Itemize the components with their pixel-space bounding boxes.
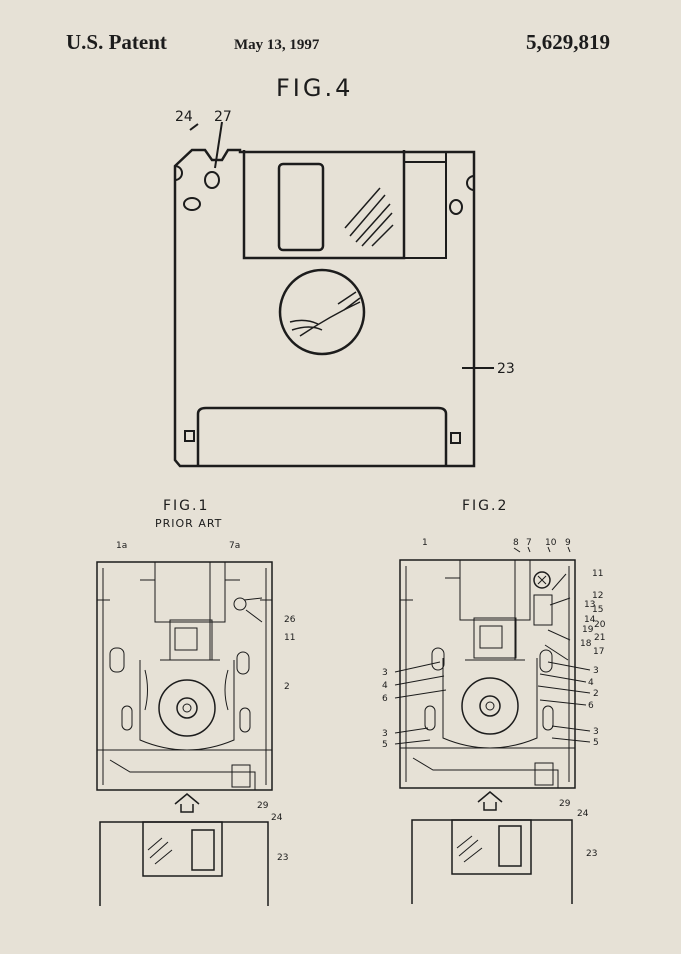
fig1-title: FIG.1 <box>163 498 209 514</box>
fig2-label-2: 2 <box>593 689 599 699</box>
fig2-label-24: 24 <box>577 809 589 819</box>
fig2-label-15: 15 <box>592 605 603 615</box>
fig2-label-8: 8 <box>513 538 519 548</box>
fig1-label-24: 24 <box>271 813 283 823</box>
fig4-label-23: 23 <box>497 361 515 377</box>
fig2-label-17: 17 <box>593 647 604 657</box>
fig4-left-hole <box>183 197 201 211</box>
fig4-title: FIG.4 <box>276 74 353 102</box>
fig2-label-23: 23 <box>586 849 597 859</box>
fig2-label-6a: 6 <box>382 694 388 704</box>
fig2-label-21: 21 <box>594 633 605 643</box>
patent-date: May 13, 1997 <box>234 37 320 53</box>
fig2-label-9: 9 <box>565 538 571 548</box>
fig2-label-3b: 3 <box>382 729 388 739</box>
fig2-label-5b: 5 <box>593 738 599 748</box>
fig1-label-26: 26 <box>284 615 296 625</box>
fig4-shutter-window <box>277 162 325 252</box>
fig2-spindle-outer <box>461 677 519 735</box>
fig4-shutter <box>242 150 406 260</box>
fig1-spindle-outer <box>158 679 216 737</box>
fig1-prior-art-drive: FIG.1 PRIOR ART 1a 7a 26 11 2 29 24 23 <box>96 498 296 906</box>
fig1-head-carriage <box>154 561 226 623</box>
fig1-label-1a: 1a <box>116 541 127 551</box>
patent-number: 5,629,819 <box>526 30 610 54</box>
fig1-chassis <box>96 561 273 791</box>
fig2-label-14: 14 <box>584 615 596 625</box>
fig2-label-6b: 6 <box>588 701 594 711</box>
fig1-gear <box>233 597 247 611</box>
fig2-drive: FIG.2 1 8 7 10 9 11 12 13 15 14 20 21 19… <box>382 498 606 904</box>
fig2-label-3a: 3 <box>382 668 388 678</box>
fig1-diskette <box>99 821 269 906</box>
fig2-label-3d: 3 <box>593 727 599 737</box>
fig4-label-area <box>196 406 448 466</box>
fig4-corner-square-right <box>450 432 461 444</box>
fig2-label-1: 1 <box>422 538 428 548</box>
fig1-label-29: 29 <box>257 801 269 811</box>
fig2-head-carriage <box>459 559 531 621</box>
fig2-label-10: 10 <box>545 538 557 548</box>
fig4-label-27: 27 <box>214 109 232 125</box>
patent-label: U.S. Patent <box>66 30 167 54</box>
fig1-label-7a: 7a <box>229 541 240 551</box>
fig4-shutter-rail <box>404 161 447 259</box>
fig2-lever <box>533 594 553 626</box>
fig2-label-3c: 3 <box>593 666 599 676</box>
fig2-label-11: 11 <box>592 569 603 579</box>
fig2-gear <box>533 571 551 589</box>
fig4-diskette: FIG.4 24 27 23 <box>173 74 515 468</box>
fig1-label-11: 11 <box>284 633 295 643</box>
fig2-label-19: 19 <box>582 625 594 635</box>
fig1-insertion-arrow <box>174 793 200 813</box>
fig1-label-23: 23 <box>277 853 288 863</box>
fig2-label-12: 12 <box>592 591 603 601</box>
fig1-label-2: 2 <box>284 682 290 692</box>
fig2-diskette <box>411 819 573 904</box>
fig2-label-29: 29 <box>559 799 571 809</box>
fig2-label-13: 13 <box>584 600 595 610</box>
fig4-shutter-hatching <box>344 187 394 247</box>
fig2-label-18: 18 <box>580 639 592 649</box>
fig4-hub-hatching <box>289 291 361 337</box>
fig4-hub <box>278 268 366 356</box>
fig4-body-outline <box>173 148 476 468</box>
fig2-label-20: 20 <box>594 620 606 630</box>
fig4-label-24: 24 <box>175 109 193 125</box>
fig2-title: FIG.2 <box>462 498 508 514</box>
fig2-label-7: 7 <box>526 538 532 548</box>
fig1-subtitle: PRIOR ART <box>155 517 222 530</box>
fig1-spindle-inner <box>176 697 198 719</box>
fig2-label-5a: 5 <box>382 740 388 750</box>
fig2-insertion-arrow <box>477 791 503 811</box>
fig4-right-hole <box>449 199 463 215</box>
fig4-write-protect-hole <box>204 171 220 189</box>
fig2-chassis <box>399 559 576 789</box>
fig2-spindle-inner <box>479 695 501 717</box>
fig2-label-4b: 4 <box>588 678 594 688</box>
fig4-corner-square-left <box>184 430 195 442</box>
fig2-label-4a: 4 <box>382 681 388 691</box>
